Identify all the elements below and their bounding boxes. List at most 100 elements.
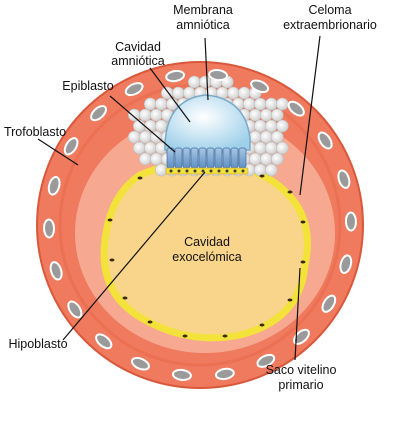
yolk-sac-nucleus [259, 174, 265, 178]
cluster-cell [132, 141, 146, 155]
trofoblasto-nucleus [165, 69, 186, 83]
trofoblasto-nucleus [256, 353, 276, 368]
cluster-cell [138, 152, 152, 166]
cluster-cell [259, 152, 273, 166]
cluster-cell [154, 97, 168, 111]
label-cavidad-exocelomica-1: Cavidad [184, 235, 230, 249]
leader-celoma [299, 35, 321, 196]
hipoblasto-dot [201, 169, 205, 173]
epiblasto [166, 147, 247, 169]
cluster-cell [264, 163, 278, 177]
hipoblasto-dot [233, 169, 237, 173]
cluster-cell [264, 141, 278, 155]
trofoblasto-nucleus [214, 367, 235, 381]
cluster-cell [253, 119, 267, 133]
cluster-cell [275, 119, 289, 133]
cluster-cell [270, 108, 284, 122]
cluster-cell [259, 108, 273, 122]
label-saco-vitelino-1: Saco vitelino [266, 363, 337, 377]
cluster-cell [275, 97, 289, 111]
yolk-sac-nucleus [122, 296, 128, 300]
trofoblasto-nucleus [339, 254, 353, 275]
trofoblasto-nucleus [47, 175, 61, 196]
hipoblasto-dot [225, 169, 229, 173]
trofoblasto-nucleus [250, 79, 270, 94]
yolk-sac-nucleus [287, 298, 293, 302]
yolk-sac-nucleus [287, 190, 293, 194]
epiblasto-cell [238, 147, 247, 169]
hipoblasto-dot [185, 169, 189, 173]
leader-hipoblasto [62, 171, 206, 341]
label-saco-vitelino-2: primario [278, 378, 323, 392]
label-hipoblasto: Hipoblasto [8, 337, 67, 351]
cluster-cell [127, 108, 141, 122]
hipoblasto [165, 167, 249, 175]
cluster-cell [149, 108, 163, 122]
epiblasto-cell [182, 147, 191, 169]
cluster-cell [138, 130, 152, 144]
cavidad-amniotica [164, 94, 251, 151]
cluster-cell [143, 97, 157, 111]
epiblasto-cell [190, 147, 199, 169]
yolk-sac-nucleus [182, 334, 188, 338]
trofoblasto-nucleus [337, 169, 351, 189]
hipoblasto-dot [177, 169, 181, 173]
epiblasto-cell [174, 147, 183, 169]
trofoblasto-nucleus [124, 82, 144, 97]
hipoblasto-dot [209, 169, 213, 173]
cluster-cell [242, 97, 256, 111]
yolk-sac-nuclei [107, 174, 306, 338]
cluster-cell [226, 86, 240, 100]
yolk-sac-nucleus [137, 176, 143, 180]
epiblasto-cell [214, 147, 223, 169]
yolk-sac-nucleus [259, 323, 265, 327]
label-celoma-2: extraembrionario [283, 18, 377, 32]
trofoblasto-nucleus [321, 294, 337, 313]
yolk-sac-nucleus [109, 258, 115, 262]
hipoblasto-dot [241, 169, 245, 173]
hipoblasto-dot [193, 169, 197, 173]
hipoblasto-dots [169, 169, 245, 173]
cluster-cell [127, 130, 141, 144]
trofoblasto-nucleus [287, 100, 305, 117]
epiblasto-cell [198, 147, 207, 169]
cluster-cell [198, 75, 212, 89]
trofoblasto-nucleus [63, 137, 79, 156]
trofoblasto-nucleus [90, 105, 108, 122]
cluster-cell [154, 163, 168, 177]
leader-trofoblasto [37, 138, 79, 166]
cluster-cell [171, 86, 185, 100]
cluster-cell [237, 86, 251, 100]
trofoblasto-nucleus [317, 131, 333, 150]
cluster-cell [154, 119, 168, 133]
leader-membrana [204, 37, 209, 101]
leader-saco-vitelino [294, 267, 301, 361]
cluster-cell [248, 152, 262, 166]
leader-epiblasto [109, 95, 176, 153]
leader-cavidad-amniotica [149, 67, 191, 123]
trofoblasto-nucleus [292, 328, 310, 345]
yolk-sac-nucleus [107, 218, 113, 222]
label-cavidad-exocelomica-2: exocelómica [172, 250, 242, 264]
label-celoma-1: Celoma [308, 3, 351, 17]
trofoblasto-nuclei [43, 69, 357, 381]
cluster-cell [259, 130, 273, 144]
hipoblasto-dot [169, 169, 173, 173]
epiblasto-cell [222, 147, 231, 169]
trofoblasto-nucleus [171, 368, 192, 381]
trofoblasto-nucleus [49, 261, 63, 281]
trofoblasto-nucleus [208, 69, 229, 82]
cluster-cell [143, 141, 157, 155]
cluster-cell [275, 141, 289, 155]
label-trofoblasto: Trofoblasto [4, 125, 66, 139]
cluster-cell [264, 119, 278, 133]
trofoblasto-nucleus [43, 218, 56, 239]
yolk-sac-nucleus [222, 334, 228, 338]
cluster-cell [270, 152, 284, 166]
label-membrana-amniotica-2: amniótica [176, 18, 230, 32]
cluster-cell [149, 152, 163, 166]
yolk-sac-nucleus [147, 320, 153, 324]
label-epiblasto: Epiblasto [62, 79, 113, 93]
cluster-cell [187, 75, 201, 89]
